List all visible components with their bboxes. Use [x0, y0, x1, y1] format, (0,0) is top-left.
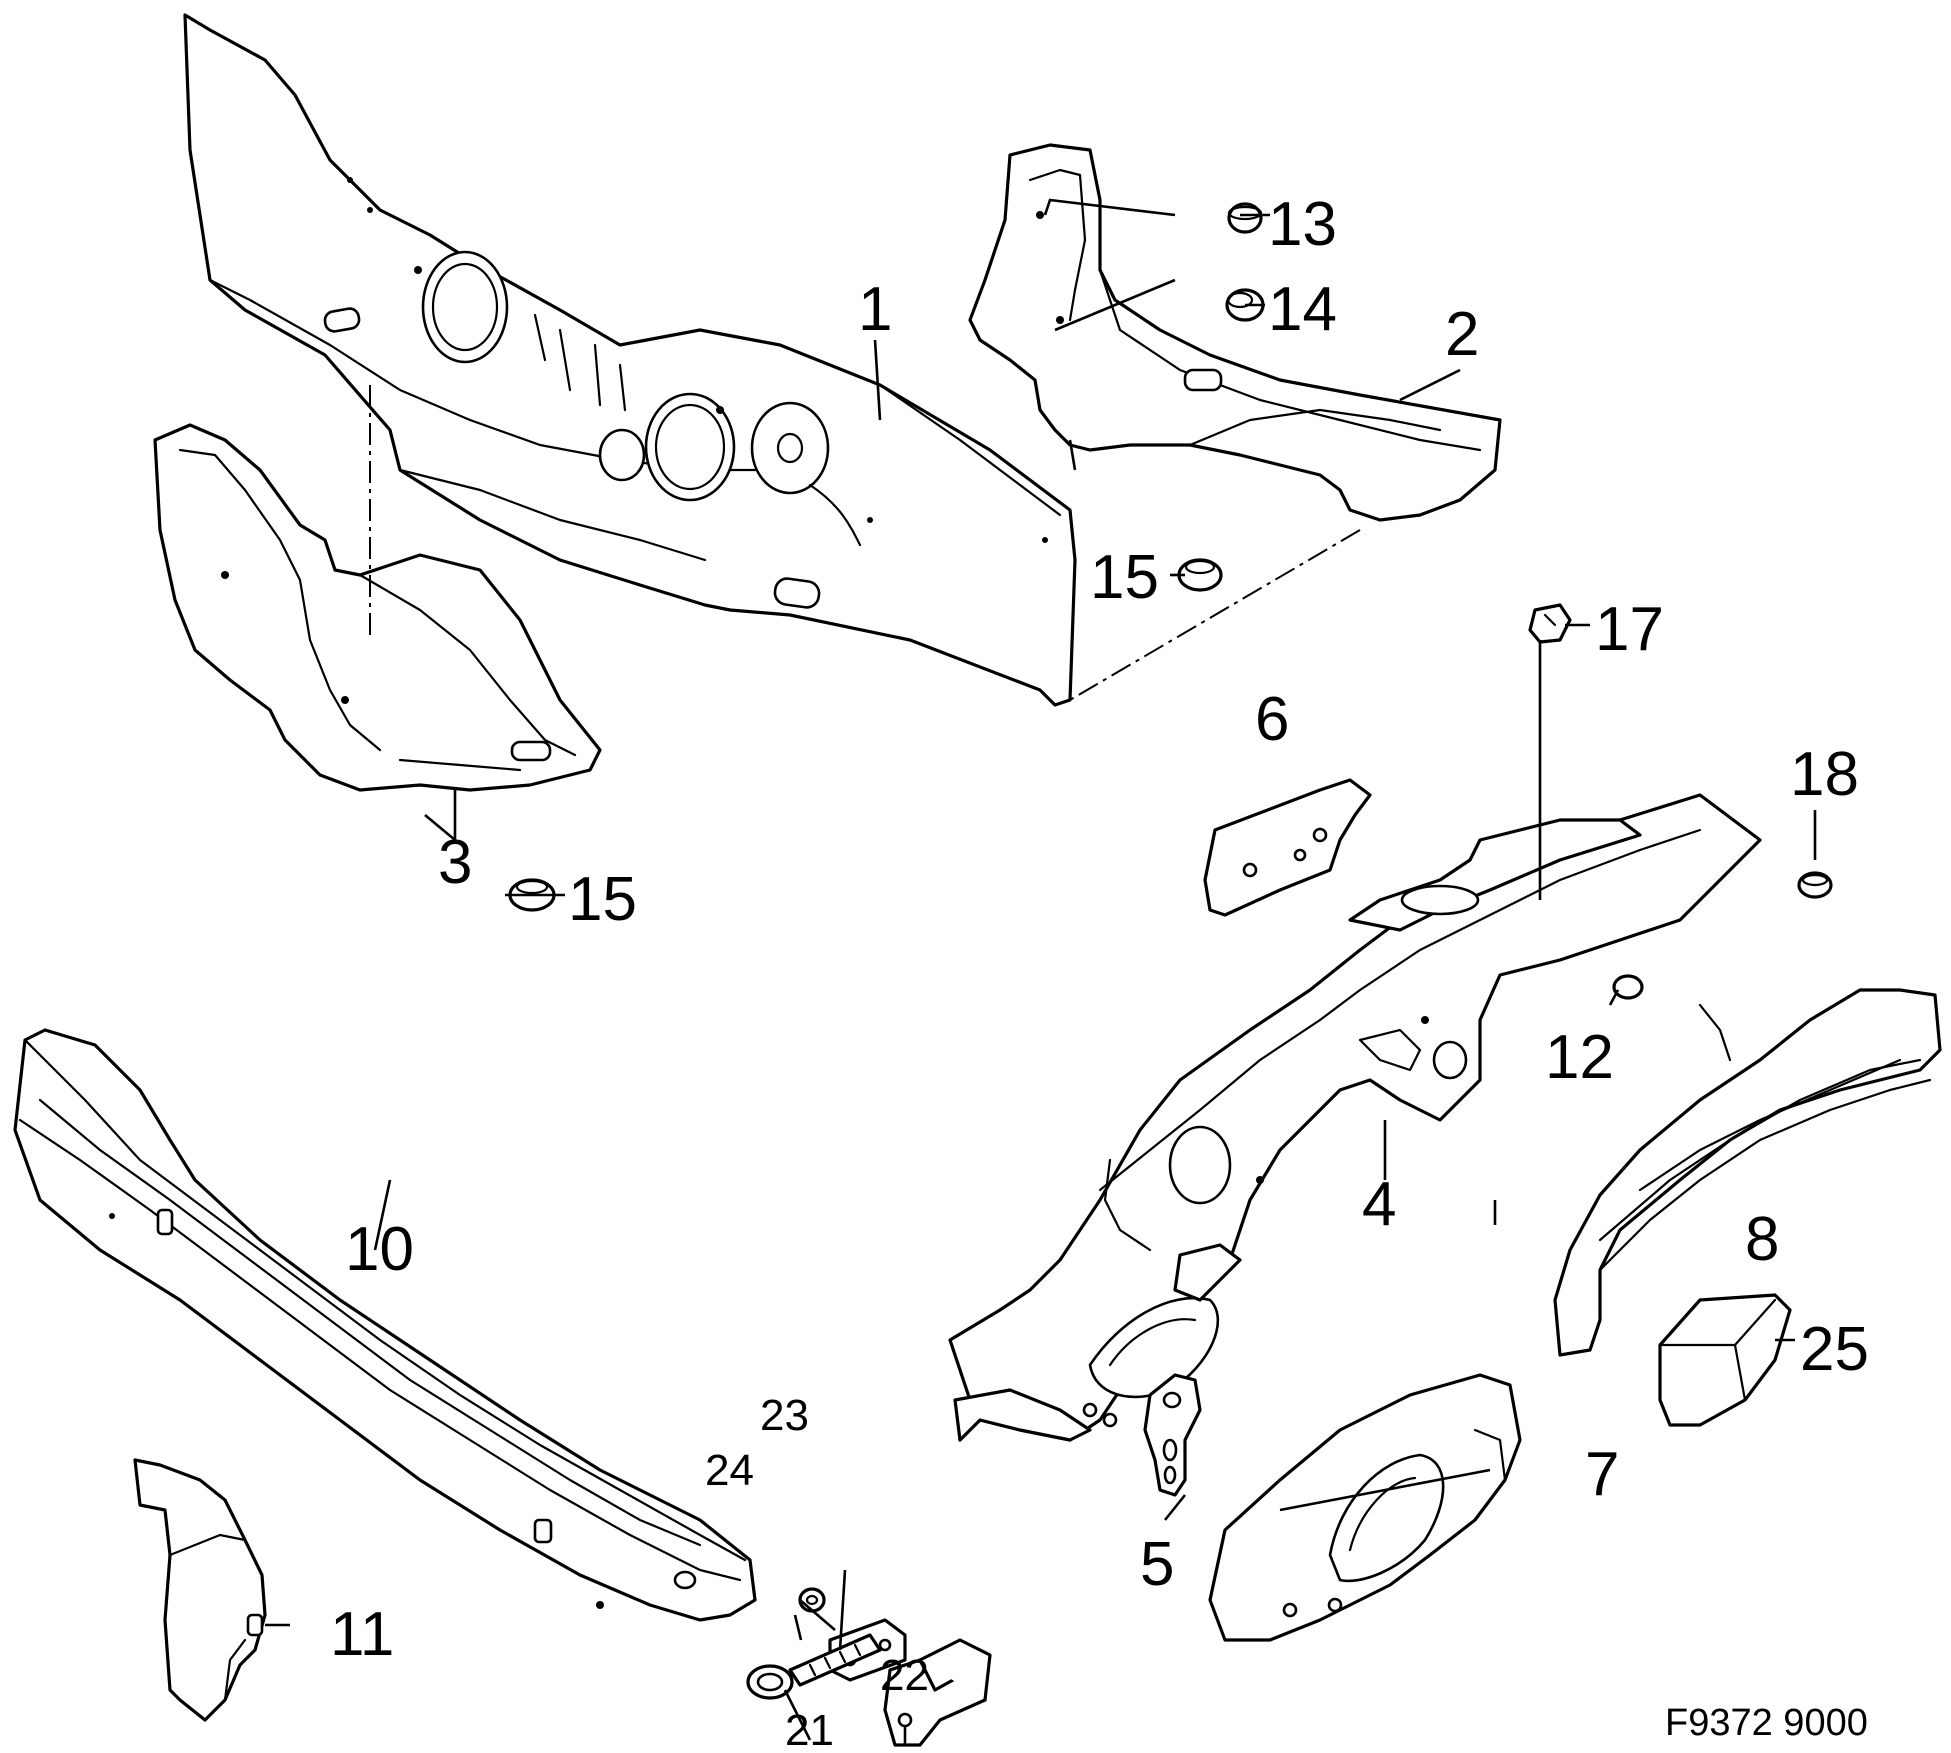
- callout-labels: 1 2 3 4 5 6 7 8 10 11 12 13 14 15 15 17 …: [330, 190, 1869, 1753]
- part-8-wheelhouse-panel: [1553, 988, 1942, 1357]
- callout-2: 2: [1445, 300, 1479, 369]
- callout-13: 13: [1268, 190, 1337, 259]
- callout-15-right: 15: [1090, 543, 1159, 612]
- callout-25: 25: [1800, 1315, 1869, 1384]
- part-25-pad: [1658, 1293, 1792, 1427]
- part-6-bracket: [1203, 778, 1372, 917]
- part-15-grommet-right: [1177, 558, 1223, 592]
- callout-14: 14: [1268, 275, 1337, 344]
- callout-12: 12: [1545, 1023, 1614, 1092]
- part-13-plug: [1227, 202, 1263, 234]
- callout-18: 18: [1790, 740, 1859, 809]
- callout-10: 10: [345, 1215, 414, 1284]
- callout-24: 24: [705, 1446, 754, 1495]
- callout-7: 7: [1585, 1440, 1619, 1509]
- part-17-clip: [1528, 603, 1572, 644]
- part-11-bracket: [133, 1458, 267, 1722]
- callout-15-left: 15: [568, 865, 637, 934]
- callout-1: 1: [858, 275, 892, 344]
- part-12-plug: [1612, 974, 1644, 1000]
- part-18-plug: [1797, 871, 1833, 899]
- callout-21: 21: [785, 1706, 834, 1753]
- callout-4: 4: [1362, 1170, 1396, 1239]
- leader-lines: [265, 198, 1817, 1745]
- callout-23: 23: [760, 1391, 809, 1440]
- callout-5: 5: [1140, 1530, 1174, 1599]
- alignment-line: [369, 385, 1361, 701]
- part-22-bracket: [883, 1638, 992, 1747]
- part-24-nut: [798, 1587, 826, 1613]
- part-7-panel: [1208, 1373, 1522, 1642]
- callout-6: 6: [1255, 685, 1289, 754]
- callout-3: 3: [438, 828, 472, 897]
- callout-17: 17: [1595, 595, 1664, 664]
- part-21-tow-eye: [746, 1633, 882, 1700]
- callout-11: 11: [330, 1600, 394, 1669]
- part-1-bulkhead: [183, 13, 1077, 707]
- callout-22: 22: [880, 1651, 929, 1700]
- callout-8: 8: [1745, 1205, 1779, 1274]
- part-10-cross-member: [13, 1028, 757, 1622]
- part-3-inner-wing-left: [153, 423, 602, 792]
- part-2-inner-wing-right: [968, 143, 1502, 522]
- part-5-tow-bracket: [1143, 1373, 1202, 1497]
- part-4-side-member: [948, 793, 1762, 1442]
- figure-code: F9372 9000: [1665, 1702, 1868, 1744]
